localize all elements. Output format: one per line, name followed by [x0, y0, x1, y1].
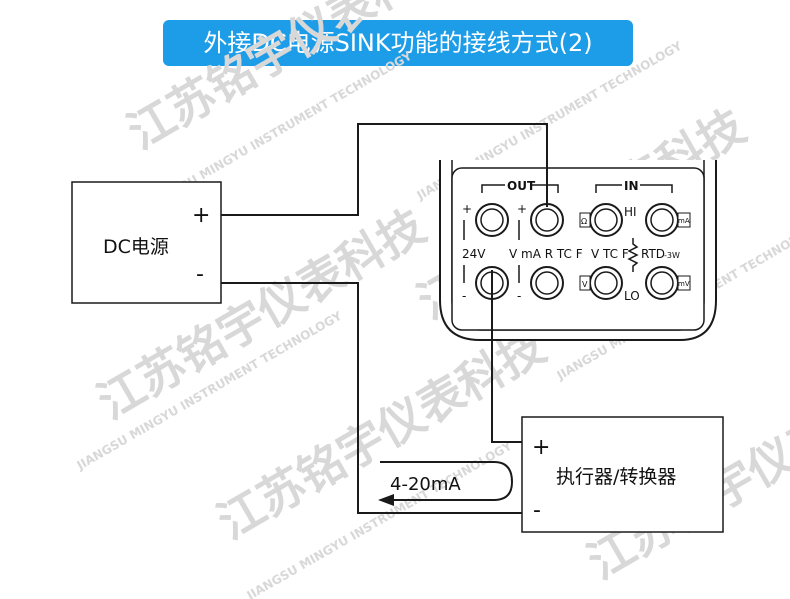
wire-24v-minus-to-actuator-plus — [491, 270, 522, 443]
dc-source-plus: + — [192, 203, 210, 228]
actuator-label: 执行器/转换器 — [556, 466, 676, 488]
actuator-minus: - — [533, 498, 541, 523]
out-bracket-left — [481, 184, 505, 193]
label-rtd-3w: -3W — [664, 251, 680, 260]
plus-label-24v: + — [462, 202, 472, 216]
svg-text:mV: mV — [678, 280, 690, 288]
label-in-func: V TC F — [591, 247, 629, 261]
label-out-func: V mA R TC F — [509, 247, 583, 261]
minus-label-out: - — [517, 289, 521, 303]
out-group-label: OUT — [507, 179, 536, 193]
svg-text:V: V — [582, 280, 588, 289]
terminal-in-ma — [645, 203, 679, 237]
page-title: 外接DC电源SINK功能的接线方式(2) — [163, 20, 633, 66]
terminal-out-plus — [530, 203, 564, 237]
terminal-panel — [451, 167, 705, 331]
wires — [221, 123, 548, 514]
label-lo: LO — [624, 289, 640, 303]
loop-arrow-head — [378, 494, 394, 506]
loop-arrow-path — [380, 461, 514, 501]
wire-dc-minus-to-actuator-minus — [221, 282, 522, 514]
dc-source: DC电源 + - — [71, 181, 222, 304]
terminal-in-hi-v — [589, 203, 623, 237]
wire-dc-plus-to-out-plus — [221, 123, 548, 216]
dc-source-box — [71, 181, 222, 304]
minus-label-24v: - — [462, 289, 466, 303]
tag-ma: mA — [677, 212, 691, 228]
loop-current-label: 4-20mA — [390, 474, 461, 495]
terminal-out-minus — [530, 266, 564, 300]
dc-source-minus: - — [196, 262, 204, 287]
instrument: OUT IN — [439, 160, 717, 341]
terminal-in-mv — [645, 266, 679, 300]
terminal-in-lo — [589, 266, 623, 300]
svg-text:mA: mA — [678, 217, 690, 225]
label-rtd: RTD — [641, 247, 665, 261]
in-bracket-left — [595, 184, 622, 193]
actuator-box — [521, 416, 724, 533]
dc-source-label: DC电源 — [103, 236, 169, 258]
label-hi: HI — [624, 205, 637, 219]
tag-omega: Ω — [579, 212, 591, 228]
tag-mv: mV — [677, 275, 691, 291]
tag-v: V — [579, 275, 591, 291]
in-bracket-right — [640, 184, 673, 193]
out-bracket-right — [530, 184, 559, 193]
label-24v: 24V — [462, 247, 486, 261]
actuator: 执行器/转换器 + - — [521, 416, 724, 533]
watermark-cn-1: 江苏铭宇仪表科技 — [119, 0, 465, 160]
actuator-plus: + — [532, 435, 550, 460]
loop-current-indicator: 4-20mA — [378, 461, 514, 506]
svg-text:Ω: Ω — [581, 217, 587, 226]
plus-label-out: + — [517, 202, 527, 216]
rtd-resistor-symbol — [627, 238, 639, 272]
terminal-24v-plus — [475, 203, 509, 237]
in-group-label: IN — [624, 179, 639, 193]
